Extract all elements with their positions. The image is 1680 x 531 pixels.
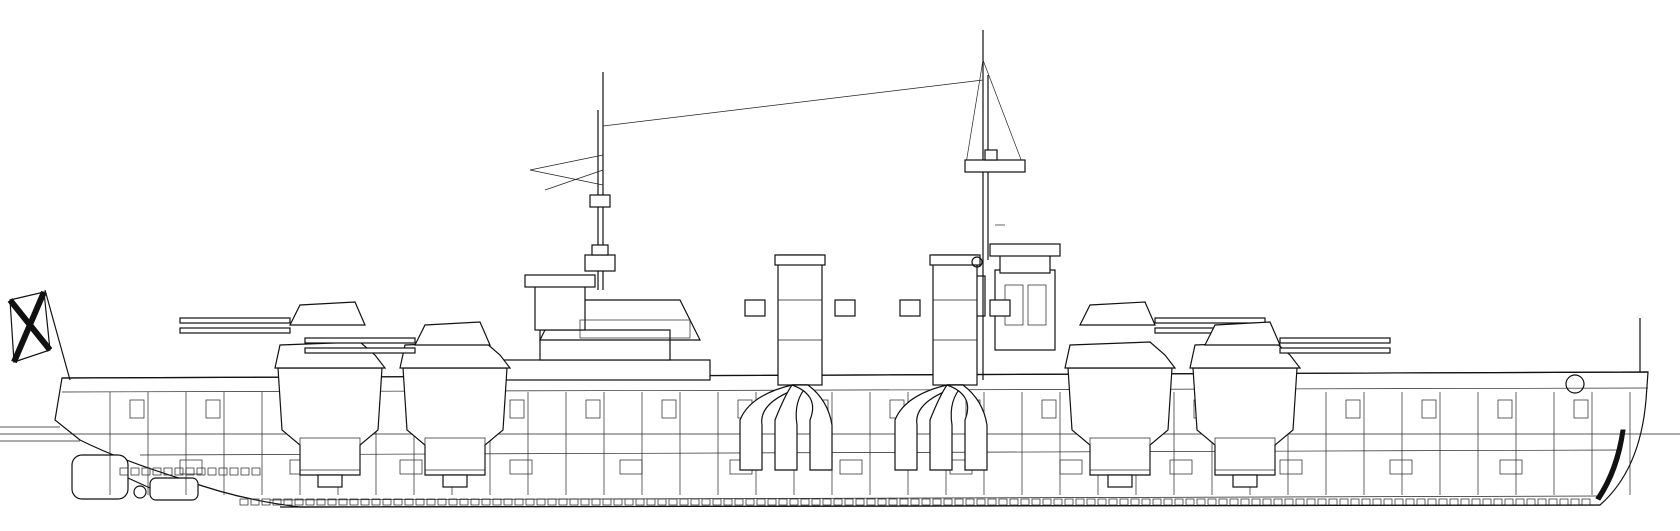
- double-bottom-cells: [119, 467, 1591, 506]
- gun-turrets: [179, 301, 1391, 488]
- mast-fore: [529, 72, 616, 290]
- funnel: [739, 254, 856, 471]
- funnels: [739, 254, 1011, 471]
- mast-main: [602, 30, 1026, 380]
- gun-turret: [179, 301, 387, 488]
- hull: [54, 371, 1649, 508]
- funnel: [894, 254, 1011, 471]
- stern-flag: [7, 289, 71, 381]
- superstructure: [499, 243, 1061, 381]
- anchor-hawse: [1565, 374, 1585, 394]
- gun-turret: [304, 321, 512, 488]
- gun-turret: [1189, 321, 1391, 488]
- waterline: [0, 426, 1680, 442]
